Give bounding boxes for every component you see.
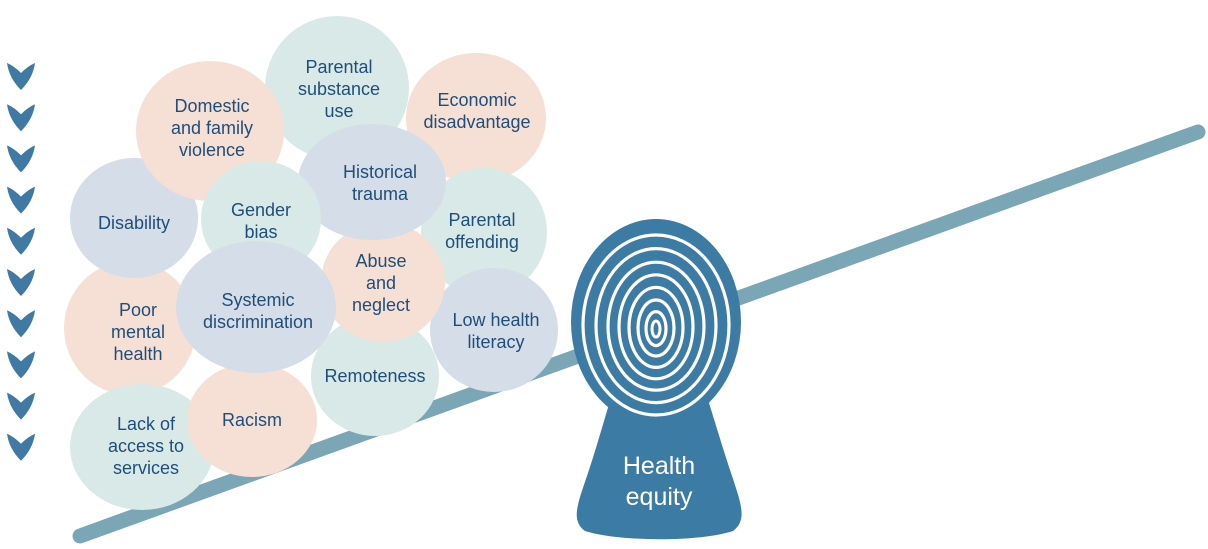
factor-label: offending [445,232,519,252]
factor-label: Lack of [117,414,176,434]
factor-label: Racism [222,410,282,430]
factor-label: Abuse [355,251,406,271]
ring-line [606,260,706,392]
factor-label: Parental [305,57,372,77]
bubble-shape [321,222,445,342]
factor-label: substance [298,79,380,99]
chevron-down-icon [7,351,35,379]
chevron-down-icon [7,186,35,214]
factor-label: disadvantage [423,112,530,132]
factor-label: health [113,344,162,364]
factor-label: use [324,101,353,121]
factor-label: Remoteness [324,366,425,386]
bubble-shape [70,384,214,510]
factor-label: Gender [231,200,291,220]
factor-label: discrimination [203,312,313,332]
factor-label: Historical [343,162,417,182]
bubble-shape [187,363,317,477]
chevron-down-icon [7,392,35,420]
chevron-down-icon [7,227,35,255]
ring-line [627,285,685,369]
factor-label: services [113,458,179,478]
ring-line [594,247,718,405]
factor-label: and [366,273,396,293]
factor-bubble-disability: Disability [70,158,198,278]
chevron-down-icon [7,63,35,90]
chevron-down-icon [7,310,35,338]
ring-line [644,310,668,348]
bubble-shape [298,124,446,240]
factor-label: trauma [352,184,409,204]
factor-label: and family [171,118,253,138]
chevron-down-icon [7,104,35,132]
bubble-shape [70,158,198,278]
ring-line [636,298,676,358]
factor-label: access to [108,436,184,456]
factor-label: Disability [98,213,170,233]
ring-line [581,233,731,417]
fulcrum-label: Health [623,452,695,480]
factor-label: bias [244,222,277,242]
ring-center [650,319,662,339]
factor-bubble-remoteness: Remoteness [311,316,439,436]
factor-label: literacy [467,332,524,352]
factor-label: Poor [119,300,157,320]
factor-bubble-racism: Racism [187,363,317,477]
bubble-shape [430,268,558,392]
factor-label: Low health [452,310,539,330]
fulcrum-label: equity [626,483,693,511]
factor-label: Economic [437,90,516,110]
ring-line [617,273,695,381]
bubble-shape [311,316,439,436]
concentric-rings-icon [571,219,741,425]
factor-label: Domestic [174,96,249,116]
down-arrows [7,63,35,461]
bubble-shape [265,16,409,160]
factor-label: neglect [352,295,410,315]
factor-label: Systemic [221,290,294,310]
chevron-down-icon [7,269,35,296]
chevron-down-icon [7,145,35,173]
bubble-shape [421,168,547,296]
factor-label: mental [111,322,165,342]
factor-label: violence [179,140,245,160]
factor-label: Parental [448,210,515,230]
health-equity-fulcrum: Health equity [571,219,742,540]
bubble-shape [406,53,546,183]
bubble-shape [176,241,336,373]
bubble-shape [64,261,196,395]
chevron-down-icon [7,433,35,461]
